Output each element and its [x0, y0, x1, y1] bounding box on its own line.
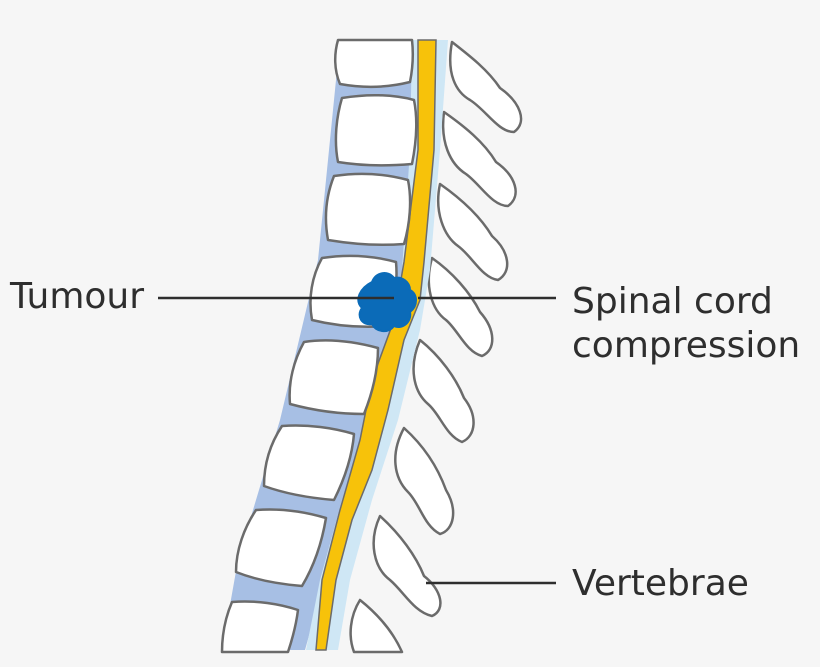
spinous-process [349, 598, 404, 654]
spinous-process [372, 514, 442, 618]
tumour-label: Tumour [10, 276, 145, 317]
vertebral-body [288, 339, 380, 416]
spinous-process [412, 338, 475, 444]
spinous-process [427, 256, 494, 358]
vertebral-body [262, 424, 356, 502]
spinal-cord-compression-label: Spinal cord compression [572, 280, 800, 368]
spinal-cord-label-line2: compression [572, 325, 801, 366]
spinous-process [441, 110, 517, 208]
vertebral-body [334, 93, 418, 167]
vertebral-body [234, 508, 328, 588]
vertebral-body [220, 600, 300, 654]
spinous-processes [349, 40, 523, 654]
spinous-process [394, 426, 455, 536]
vertebral-body [324, 172, 412, 247]
vertebral-bodies [220, 38, 418, 654]
spinal-cord-label-line1: Spinal cord [572, 281, 773, 322]
spinous-process [436, 182, 509, 282]
tumour-mass [357, 272, 417, 332]
vertebrae-label: Vertebrae [572, 563, 749, 604]
vertebral-body [334, 38, 415, 89]
spinous-process [448, 40, 523, 134]
leader-lines [158, 296, 556, 585]
